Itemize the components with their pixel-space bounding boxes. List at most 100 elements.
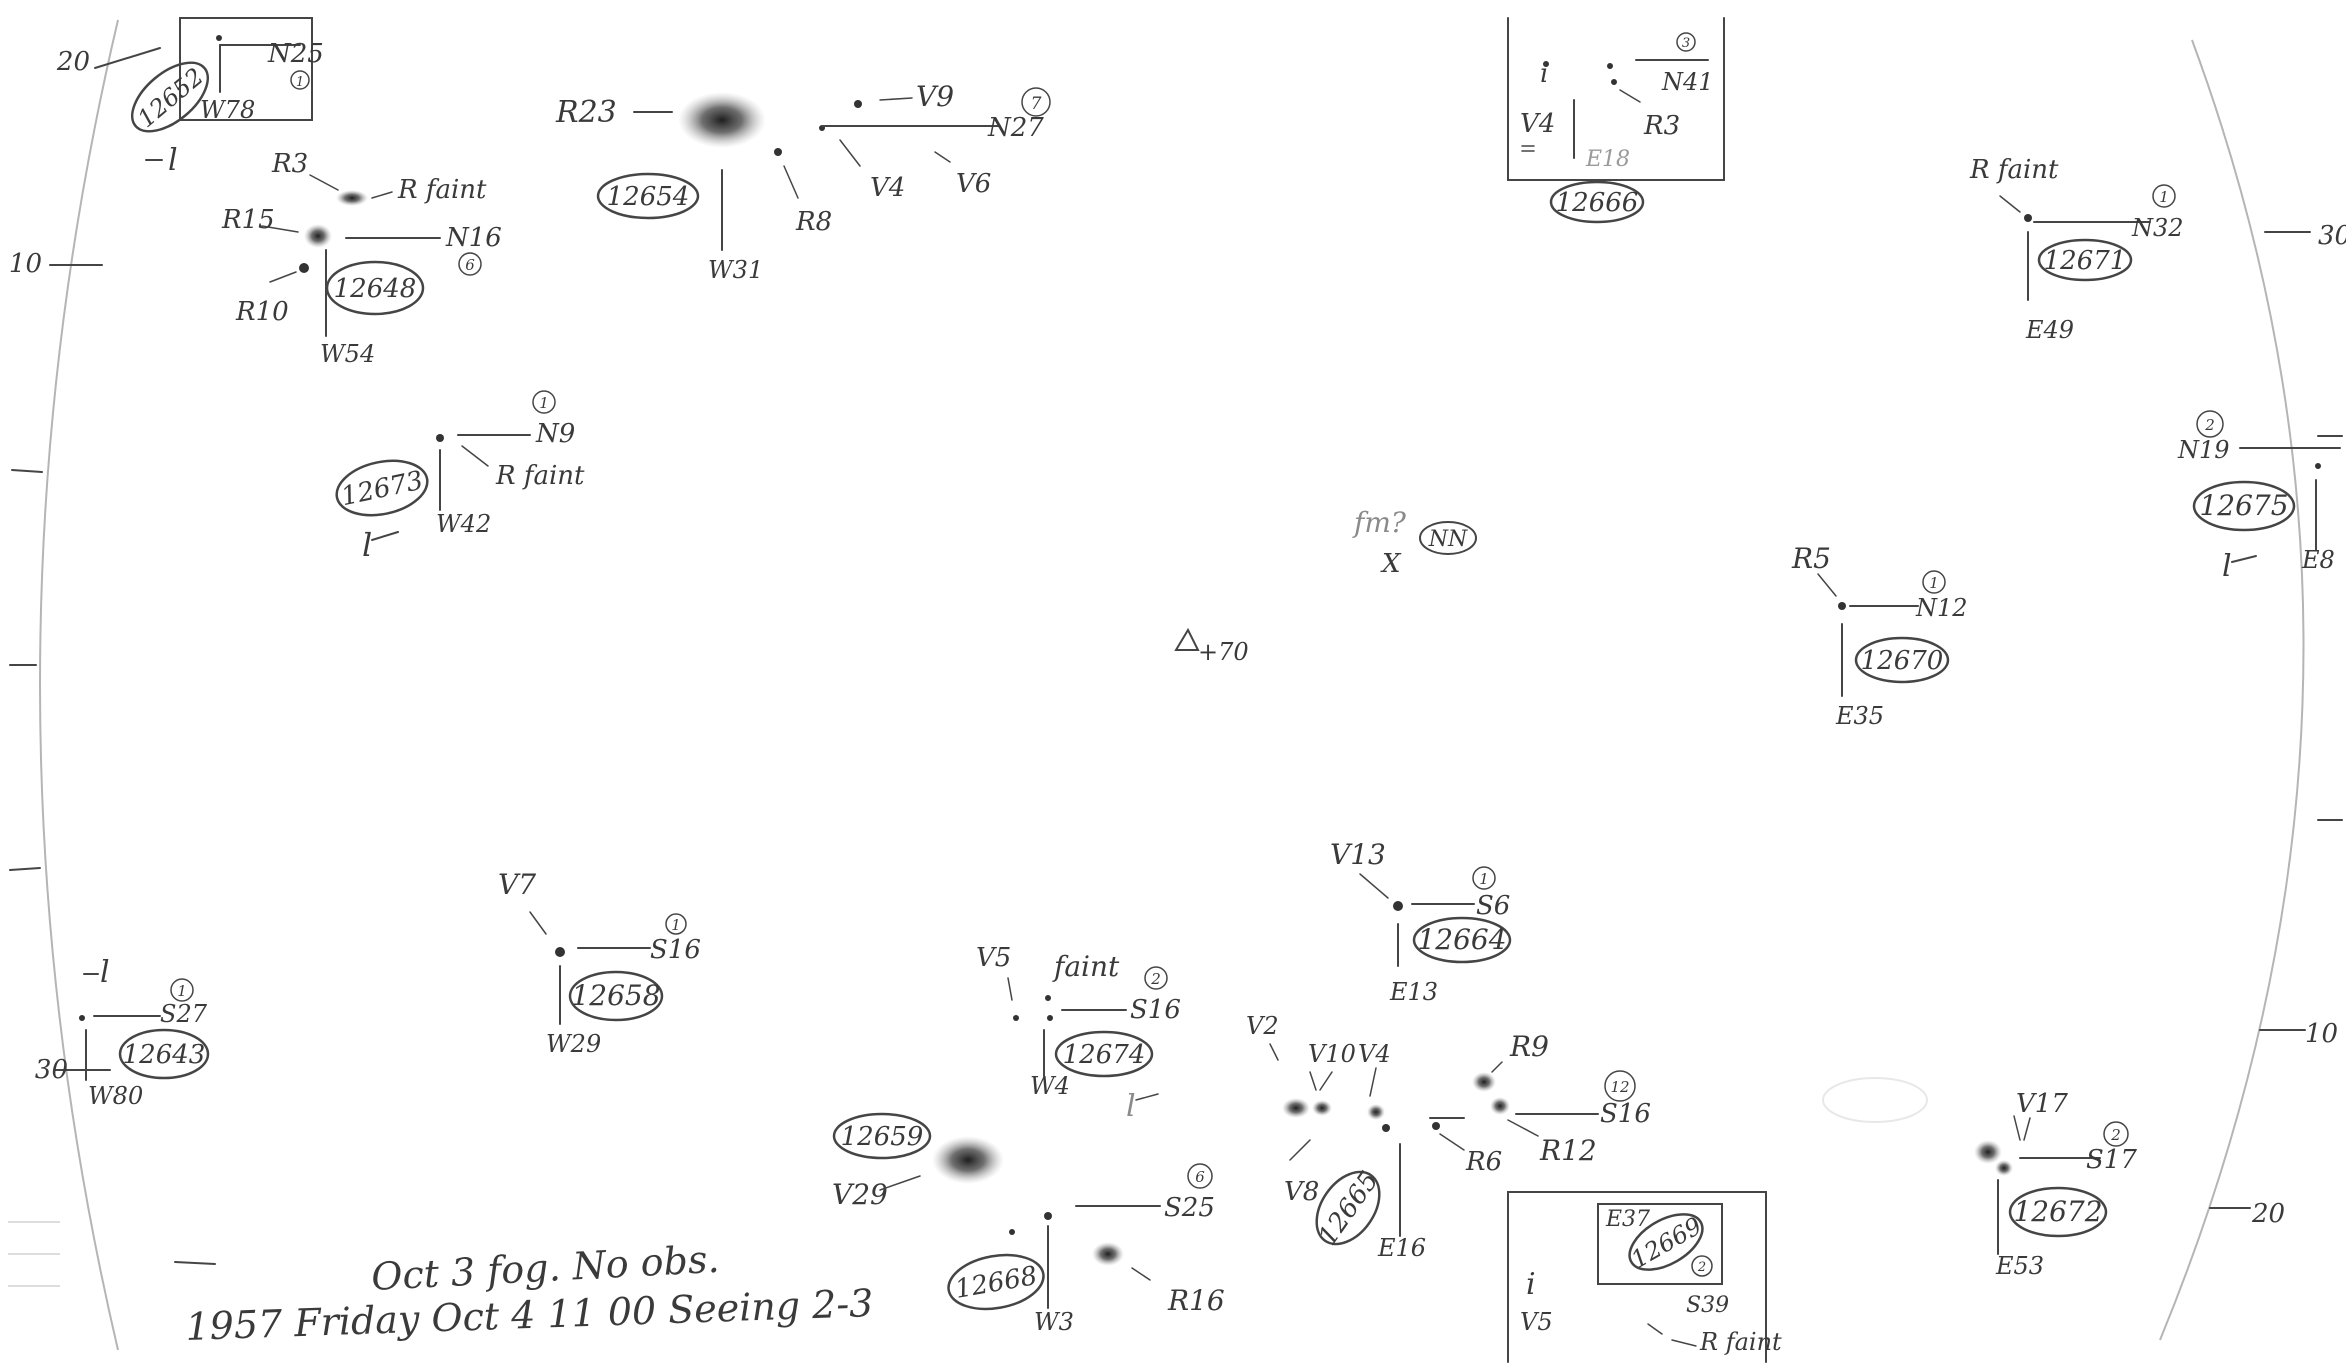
group-count: 1	[1479, 870, 1489, 888]
annotation: R10	[235, 297, 289, 327]
annotation: R9	[1509, 1030, 1549, 1063]
annotation: R16	[1167, 1284, 1225, 1317]
edge-label: 20	[2251, 1199, 2285, 1229]
group-id: 12648	[334, 274, 417, 304]
annotation-l: l	[100, 955, 110, 990]
center-mark: +70	[1174, 627, 1249, 666]
group-position: S17	[2086, 1145, 2137, 1175]
group-12648: 12648 N16 W54 6 R3 R faint R15 R10	[221, 149, 502, 368]
edge-label: 30	[35, 1055, 68, 1085]
group-ew: W29	[546, 1030, 601, 1058]
group-id: 12664	[1417, 923, 1506, 956]
group-12654: 12654 N27 W31 7 R23 V9 V4 V6 R8	[555, 80, 1051, 284]
group-12672: 12672 S17 E53 2 V17	[1974, 1089, 2137, 1280]
group-count: 1	[2159, 188, 2169, 206]
group-12673: 12673 N9 W42 1 R faint l	[335, 390, 585, 564]
group-ew: W54	[320, 340, 375, 368]
group-count: 6	[1195, 1168, 1205, 1186]
annotation: V4	[870, 173, 905, 203]
group-ew: E13	[1389, 978, 1438, 1006]
center-mark-label: +70	[1198, 638, 1249, 666]
group-12664: 12664 S6 E13 1 V13	[1330, 838, 1512, 1006]
group-id: 12658	[571, 979, 660, 1012]
group-position: S16	[1130, 995, 1181, 1025]
group-ew: W80	[88, 1082, 143, 1110]
group-ew: W42	[436, 510, 491, 538]
group-count: 7	[1031, 94, 1042, 114]
group-ew: W31	[708, 256, 763, 284]
annotation: V10	[1308, 1040, 1356, 1068]
group-id: 12665	[1313, 1166, 1385, 1251]
group-count: 1	[539, 394, 549, 412]
misc-mark: NN	[1428, 527, 1468, 552]
group-12674: 12674 S16 W4 2 V5 faint l	[976, 943, 1181, 1124]
group-id: 12654	[607, 182, 690, 212]
annotation: R faint	[1699, 1328, 1782, 1356]
group-ew: E53	[1995, 1252, 2044, 1280]
group-id: 12643	[123, 1040, 206, 1070]
group-position: N12	[1915, 594, 1968, 622]
group-position: N27	[987, 113, 1044, 143]
annotation: R8	[795, 207, 832, 237]
edge-ticks	[9, 47, 2343, 1265]
group-ew: E49	[2025, 316, 2074, 344]
group-id: 12666	[1556, 188, 1639, 218]
group-ew: E18	[1585, 147, 1630, 172]
group-id: 12670	[1861, 646, 1944, 676]
annotation: R5	[1791, 542, 1831, 575]
edge-label: 10	[2305, 1019, 2338, 1049]
log-note-line-2: 1957 Friday Oct 4 11 00 Seeing 2-3	[185, 1281, 874, 1349]
annotation: R6	[1465, 1147, 1502, 1177]
group-position: N16	[445, 223, 502, 253]
group-count: 1	[671, 916, 681, 934]
annotation-l: l	[362, 526, 372, 564]
group-position: S25	[1164, 1193, 1215, 1223]
group-ew: E35	[1835, 702, 1884, 730]
group-ew: W3	[1034, 1308, 1074, 1336]
group-12666: 12666 N41 E18 3 V4 R3 i	[1507, 17, 1725, 224]
group-count: 6	[465, 256, 475, 274]
group-12668: 12668 S25 W3 6 R16	[947, 1163, 1225, 1336]
group-12671: 12671 N32 E49 1 R faint	[1969, 155, 2184, 344]
group-id: 12675	[2199, 489, 2288, 522]
annotation: V4	[1358, 1040, 1391, 1068]
group-id: 12671	[2044, 246, 2127, 276]
group-12665: 12665 S16 E16 12 V2 V10 V4 R9 R12 R6 V8	[1246, 1012, 1651, 1262]
group-position: S39	[1686, 1293, 1729, 1318]
annotation: R faint	[495, 461, 585, 491]
group-id: 12652	[132, 62, 208, 133]
group-position: N19	[2177, 436, 2230, 464]
group-position: N41	[1661, 68, 1714, 96]
group-12669: 12669 E37 S39 2 i V5 R faint	[1507, 1191, 1782, 1363]
group-count: 1	[177, 982, 187, 1000]
edge-label: 30	[2318, 221, 2346, 251]
annotation: V7	[498, 868, 536, 901]
group-id: 12672	[2013, 1195, 2102, 1228]
faint-margin-marks	[8, 1221, 60, 1287]
group-12675: 12675 N19 E8 2 l	[2177, 410, 2341, 584]
annotation-i: i	[1540, 59, 1548, 89]
annotation: R23	[555, 95, 617, 130]
annotation: V5	[976, 943, 1011, 973]
annotation: V6	[956, 169, 991, 199]
group-position: N25	[267, 39, 324, 69]
group-position: N9	[535, 419, 575, 449]
annotation: V4	[1520, 109, 1555, 139]
group-ew: E37	[1605, 1207, 1650, 1232]
edge-label: 20	[56, 47, 90, 77]
annotation: R faint	[1969, 155, 2059, 185]
annotation-l: l	[168, 143, 178, 178]
annotation: V13	[1330, 838, 1386, 871]
annotation: R12	[1539, 1134, 1597, 1167]
group-count: 2	[2110, 1126, 2121, 1144]
group-ew: E16	[1377, 1234, 1426, 1262]
faint-group-ghost	[1822, 1077, 1928, 1123]
group-ew: E8	[2301, 546, 2335, 574]
annotation-i: i	[1526, 1267, 1536, 1302]
annotation: V2	[1246, 1012, 1279, 1040]
group-position: S27	[160, 1000, 208, 1028]
group-12659: 12659 V29	[832, 1112, 1004, 1211]
group-12670: 12670 N12 E35 1 R5	[1791, 542, 1968, 730]
group-count: 3	[1682, 36, 1690, 51]
